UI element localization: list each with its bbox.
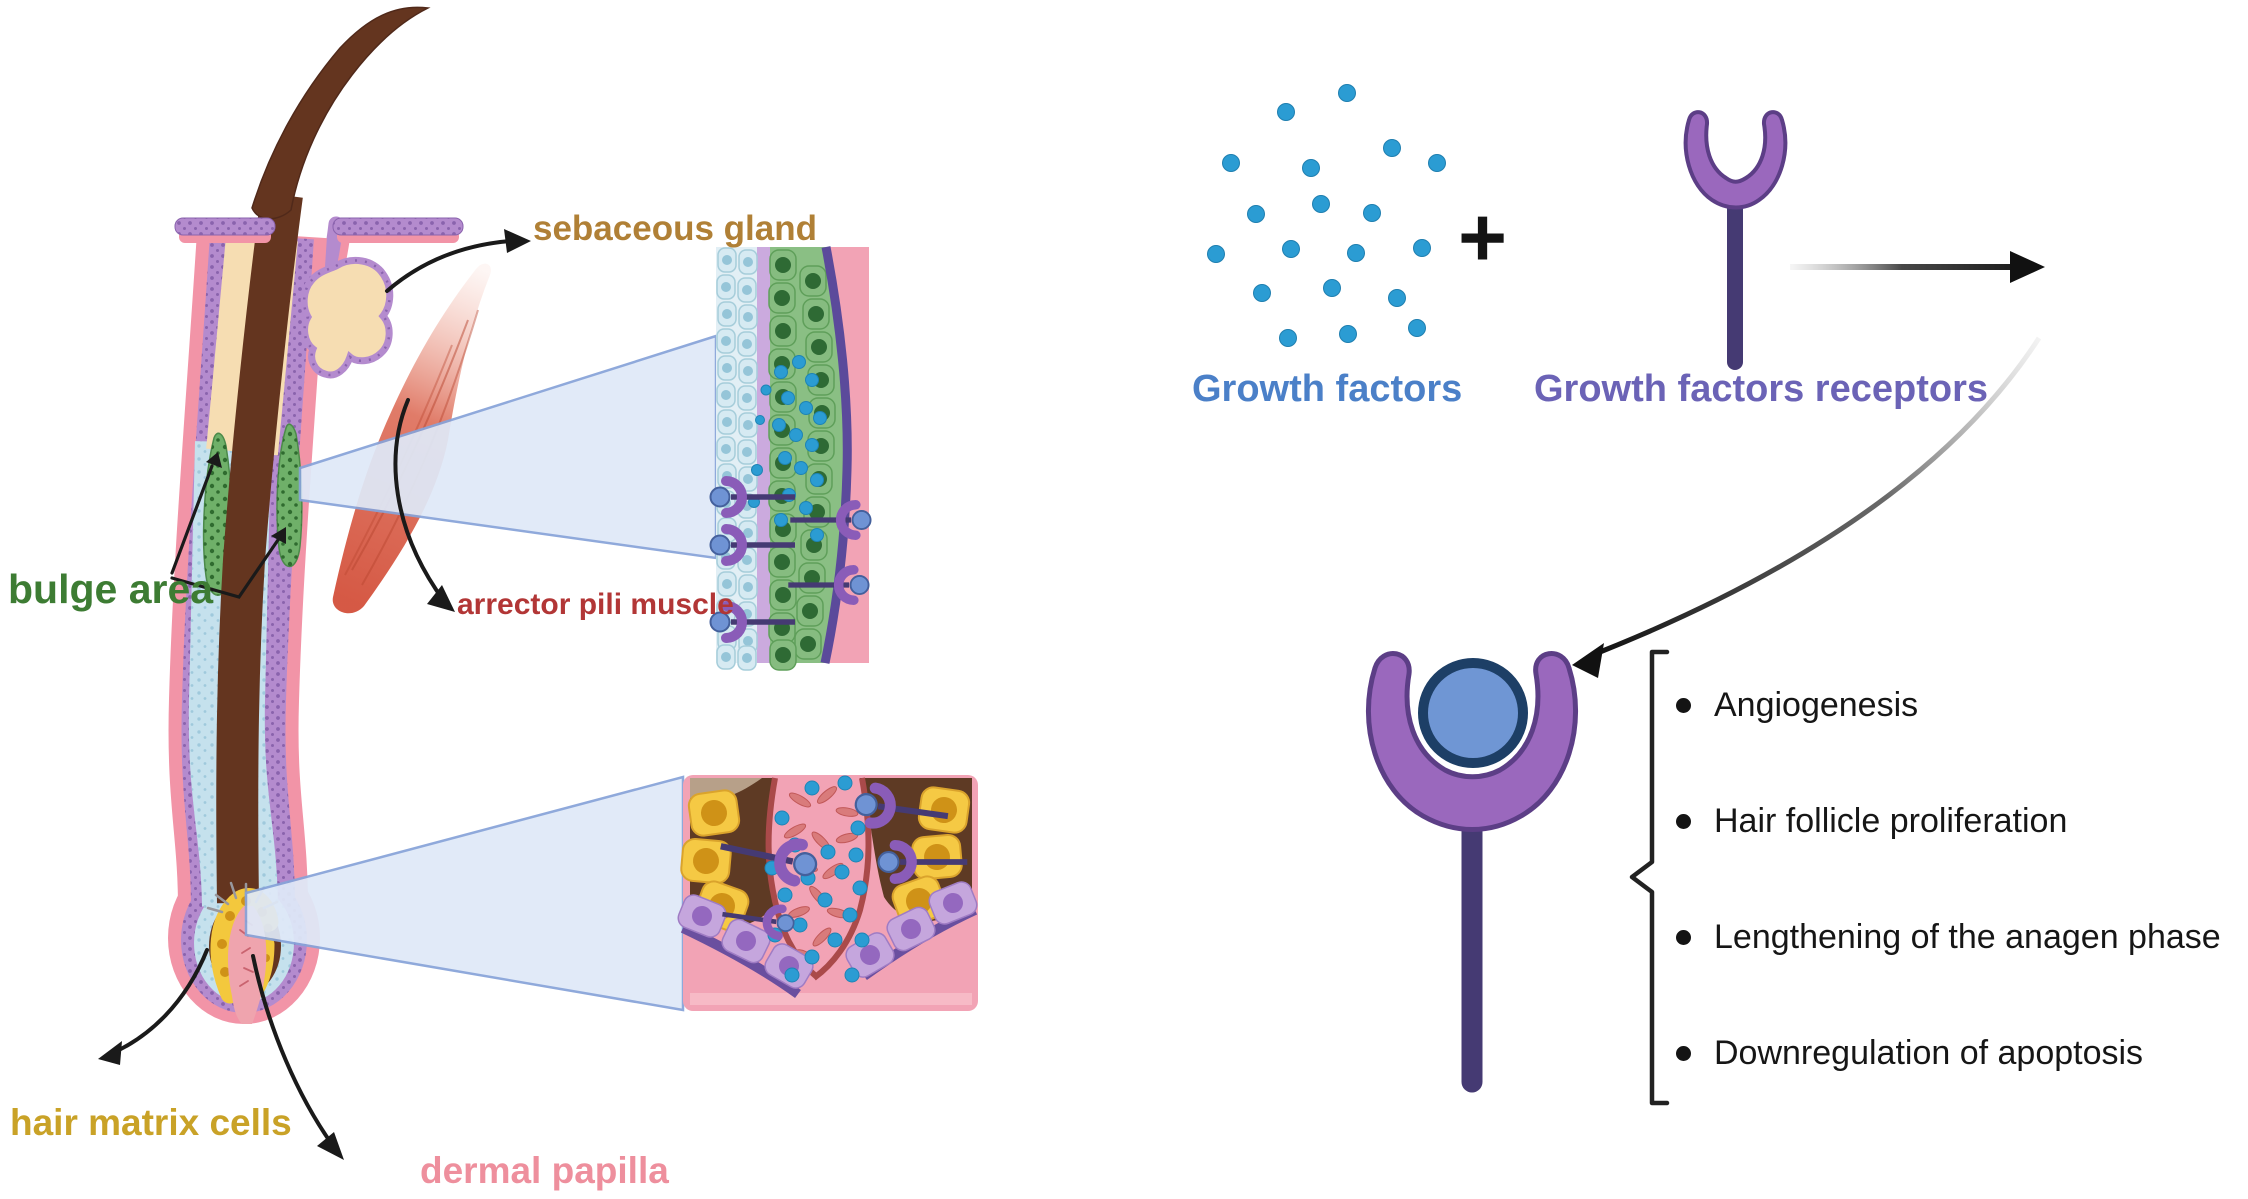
growth-factors-label: Growth factors: [1192, 368, 1463, 410]
plus-sign: +: [1458, 190, 1508, 284]
reaction-arrow: [1790, 251, 2045, 283]
effect-item-apoptosis: Downregulation of apoptosis: [1668, 1031, 2221, 1075]
binding-arrow: [1572, 336, 2042, 678]
annotation-arrows: [98, 229, 531, 1160]
effect-item-angiogenesis: Angiogenesis: [1668, 683, 2221, 727]
inset-bulge-closeup: [711, 246, 871, 671]
growth-factors-receptors-label: Growth factors receptors: [1534, 368, 1988, 410]
effect-item-proliferation: Hair follicle proliferation: [1668, 799, 2221, 843]
arrow-dermal-papilla: [251, 954, 338, 1152]
effects-bracket: [1629, 649, 1670, 1106]
bulge-area-label: bulge area: [8, 566, 214, 612]
epidermis-strip: [174, 217, 464, 243]
dermal-papilla-label: dermal papilla: [420, 1150, 669, 1191]
effects-list: Angiogenesis Hair follicle proliferation…: [1668, 683, 2221, 1147]
bound-receptor-complex: [1366, 651, 1578, 1093]
growth-factors-icon: [1207, 84, 1446, 347]
growth-factor-receptor-icon: [1683, 110, 1788, 370]
arrow-bulge-left: [170, 464, 214, 575]
hair-matrix-cells-label: hair matrix cells: [10, 1102, 292, 1143]
zoom-beam-bottom: [244, 775, 685, 1012]
arrow-sebaceous-gland: [385, 239, 512, 293]
arrow-arrector-pili: [393, 398, 446, 603]
inner-sheath-cells-inset: [674, 878, 981, 999]
inset-papilla-closeup: [674, 775, 981, 1011]
sebaceous-gland: [300, 256, 394, 379]
bound-ligand: [1418, 658, 1528, 768]
arrector-pili-label: arrector pili muscle: [457, 588, 734, 621]
growth-factor-pathway: [1207, 84, 2045, 1106]
arrow-bulge-right: [170, 535, 282, 599]
effect-item-anagen: Lengthening of the anagen phase: [1668, 915, 2221, 959]
sebaceous-gland-label: sebaceous gland: [533, 209, 817, 248]
